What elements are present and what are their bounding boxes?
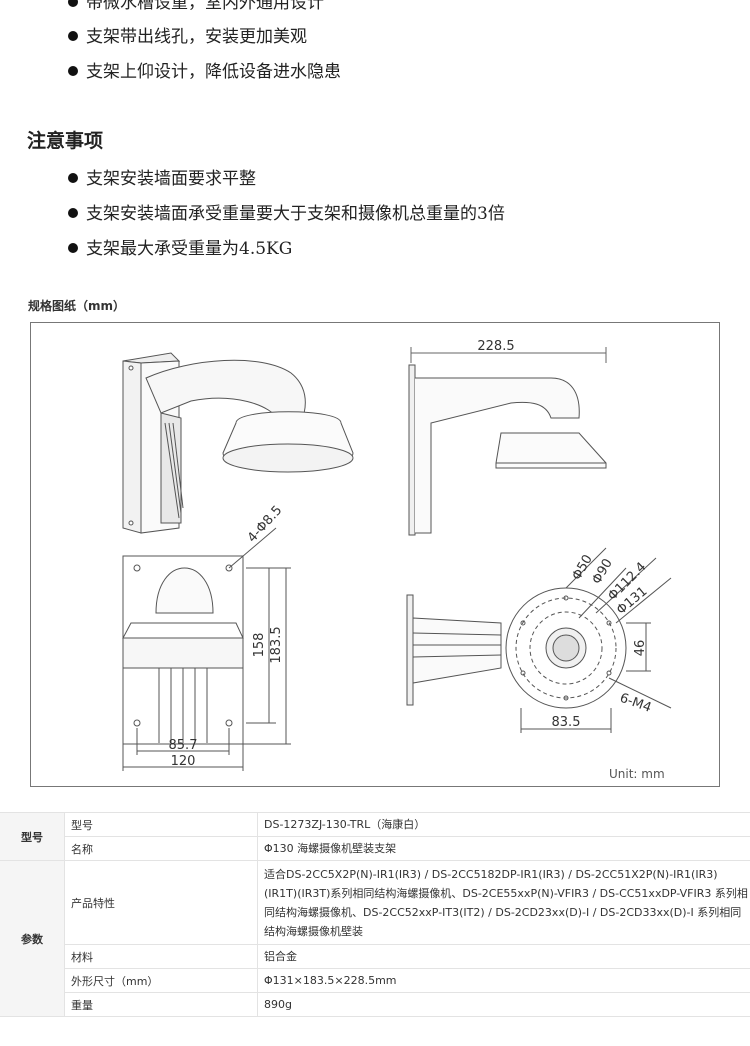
bullet-dot-icon (68, 172, 78, 183)
feature-item: 支架上仰设计，降低设备进水隐患 (68, 57, 341, 82)
group-model-cell: 型号 (0, 812, 65, 861)
dim-46-label: 46 (633, 640, 648, 657)
row-value: 适合DS-2CC5X2P(N)-IR1(IR3) / DS-2CC5182DP-… (257, 860, 750, 945)
dim-holes-label: 4-Φ8.5 (245, 503, 286, 546)
note-item: 支架安装墙面要求平整 (68, 164, 256, 189)
row-label: 名称 (64, 836, 258, 861)
note-item: 支架最大承受重量为4.5KG (68, 234, 292, 259)
row-label: 材料 (64, 944, 258, 969)
dim-width-outer-label: 120 (171, 754, 196, 769)
unit-label: Unit: mm (609, 767, 665, 781)
bracket-base-view (406, 547, 672, 733)
row-value: DS-1273ZJ-130-TRL（海康白） (257, 812, 750, 837)
table-row: 型号 型号 DS-1273ZJ-130-TRL（海康白） (0, 812, 750, 861)
table-row: 外形尺寸（mm） Φ131×183.5×228.5mm (0, 968, 750, 993)
spec-drawing-title: 规格图纸（mm） (28, 299, 126, 313)
row-value: 890g (257, 992, 750, 1017)
dim-height-outer-label: 183.5 (269, 626, 284, 663)
dim-height-inner-label: 158 (252, 633, 267, 658)
row-value: 铝合金 (257, 944, 750, 969)
bracket-front-view (122, 527, 291, 771)
bullet-dot-icon (68, 207, 78, 218)
table-row: 材料 铝合金 (0, 944, 750, 969)
row-value: Φ131×183.5×228.5mm (257, 968, 750, 993)
bullet-dot-icon (68, 242, 78, 253)
row-label: 产品特性 (64, 860, 258, 945)
group-params-cell: 参数 (0, 860, 65, 1017)
dim-length-label: 228.5 (477, 339, 514, 354)
bracket-side-view (408, 347, 607, 536)
bracket-perspective-view (122, 352, 354, 534)
bullet-dot-icon (68, 65, 78, 76)
table-row: 重量 890g (0, 992, 750, 1017)
dim-width-inner-label: 85.7 (169, 738, 198, 753)
row-label: 型号 (64, 812, 258, 837)
bullet-dot-icon (68, 30, 78, 41)
table-row: 参数 产品特性 适合DS-2CC5X2P(N)-IR1(IR3) / DS-2C… (0, 860, 750, 1017)
row-label: 重量 (64, 992, 258, 1017)
dim-m4-label: 6-M4 (618, 691, 654, 716)
technical-drawing: 228.5 (30, 322, 720, 787)
feature-item: 支架带出线孔，安装更加美观 (68, 22, 307, 47)
specs-table: 型号 型号 DS-1273ZJ-130-TRL（海康白） 名称 Φ130 海螺摄… (0, 812, 750, 1017)
table-row: 名称 Φ130 海螺摄像机壁装支架 (0, 836, 750, 861)
bullet-dot-icon (68, 0, 78, 7)
notes-title: 注意事项 (27, 130, 104, 152)
row-value: Φ130 海螺摄像机壁装支架 (257, 836, 750, 861)
dim-83-label: 83.5 (552, 715, 581, 730)
bracket-drawing-svg: 228.5 (122, 339, 672, 781)
row-label: 外形尺寸（mm） (64, 968, 258, 993)
note-item: 支架安装墙面承受重量要大于支架和摄像机总重量的3倍 (68, 199, 505, 224)
feature-item: 带微水槽设重，室内外通用设计 (68, 0, 324, 13)
